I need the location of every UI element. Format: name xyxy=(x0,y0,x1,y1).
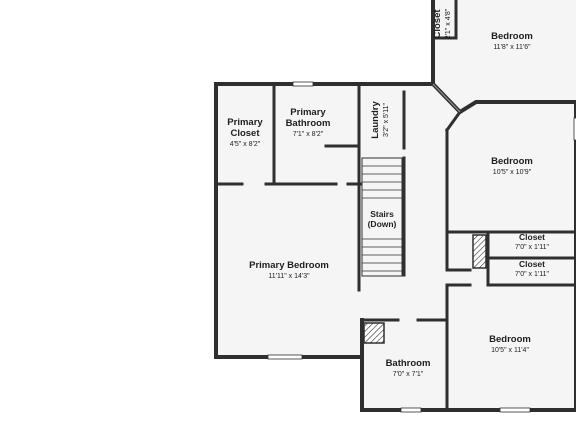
room-primary-bathroom: Primary Bathroom 7'1" x 8'2" xyxy=(278,107,338,139)
room-dims: 4'5" x 8'2" xyxy=(229,140,261,148)
room-name: Primary Bedroom xyxy=(249,260,329,271)
hall-door-line xyxy=(432,83,461,113)
room-name: Primary Closet xyxy=(227,117,263,139)
room-name: Stairs (Down) xyxy=(367,209,397,229)
room-closet-top: Closet 2'1" x 4'8" xyxy=(408,9,478,40)
room-dims: 3'2" x 5'11" xyxy=(382,103,390,137)
room-dims: 7'1" x 8'2" xyxy=(292,130,324,138)
room-dims: 7'0" x 1'11" xyxy=(515,270,549,278)
room-name: Primary Bathroom xyxy=(285,107,331,129)
walls xyxy=(214,0,576,412)
room-name: Bedroom xyxy=(489,334,531,345)
stair-treads xyxy=(361,157,403,277)
room-primary-closet: Primary Closet 4'5" x 8'2" xyxy=(218,117,272,149)
room-name: Closet xyxy=(519,232,545,242)
room-stairs: Stairs (Down) xyxy=(362,209,402,230)
room-closet-a: Closet 7'0" x 1'11" xyxy=(492,232,572,252)
room-name: Bedroom xyxy=(491,156,533,167)
room-dims: 2'1" x 4'8" xyxy=(444,8,452,40)
hatched-shaft-bathroom xyxy=(363,322,385,344)
room-dims: 10'5" x 11'4" xyxy=(491,346,529,354)
room-bathroom: Bathroom 7'0" x 7'1" xyxy=(372,358,444,379)
room-name: Laundry xyxy=(370,101,382,139)
room-bedroom-top: Bedroom 11'8" x 11'6" xyxy=(470,31,554,52)
windows xyxy=(267,81,576,413)
room-laundry: Laundry 3'2" x 5'11" xyxy=(346,101,416,138)
room-name: Closet xyxy=(432,9,444,39)
room-bedroom-mid: Bedroom 10'5" x 10'9" xyxy=(470,156,554,177)
room-dims: 7'0" x 1'11" xyxy=(515,243,549,251)
room-dims: 7'0" x 7'1" xyxy=(392,370,424,378)
room-dims: 11'8" x 11'6" xyxy=(493,43,531,51)
hatched-shaft-hall xyxy=(472,234,487,269)
room-primary-bedroom: Primary Bedroom 11'11" x 14'3" xyxy=(230,260,348,281)
room-bedroom-low: Bedroom 10'5" x 11'4" xyxy=(468,334,552,355)
room-name: Bathroom xyxy=(385,358,431,369)
room-name: Bedroom xyxy=(491,31,533,42)
room-dims: 10'5" x 10'9" xyxy=(492,168,532,176)
room-name: Closet xyxy=(519,259,545,269)
room-dims: 11'11" x 14'3" xyxy=(268,272,310,280)
room-closet-b: Closet 7'0" x 1'11" xyxy=(492,259,572,279)
